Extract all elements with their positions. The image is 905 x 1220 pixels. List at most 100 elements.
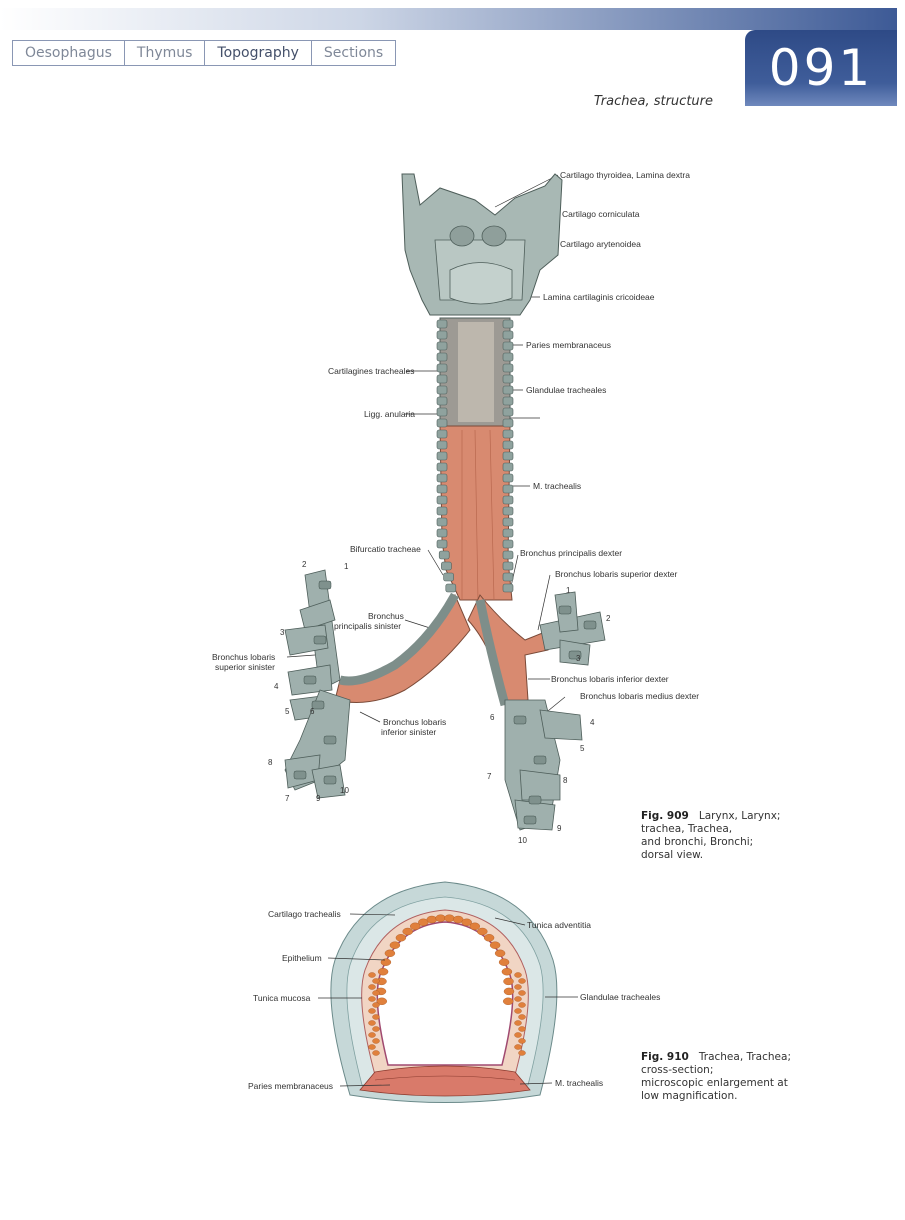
tracheal-cartilage-ring	[502, 517, 514, 527]
label-ligg-anularia: Ligg. anularia	[364, 409, 416, 419]
tracheal-gland	[410, 922, 421, 930]
tracheal-gland	[518, 1014, 526, 1020]
tracheal-cartilage-ring	[443, 572, 454, 582]
tracheal-gland	[376, 997, 387, 1005]
tracheal-cartilage-ring	[502, 550, 514, 560]
tracheal-cartilage-ring	[436, 506, 448, 516]
bronchial-cartilage-plate	[523, 815, 537, 825]
section-tabs: Oesophagus Thymus Topography Sections	[12, 40, 397, 66]
segment-number-right-8: 8	[563, 776, 568, 785]
tracheal-gland	[426, 915, 437, 924]
tracheal-cartilage-ring	[502, 407, 514, 417]
label-bronchus-lobaris-superior-sinister-1: Bronchus lobaris	[212, 652, 276, 662]
tracheal-rings	[436, 319, 514, 593]
segment-number-left-2: 2	[302, 560, 307, 569]
figure-909-caption-line4: dorsal view.	[641, 849, 704, 861]
tracheal-cartilage-ring	[502, 451, 514, 461]
tracheal-cartilage-ring	[502, 330, 514, 340]
label-m-trachealis-910: M. trachealis	[555, 1078, 604, 1088]
trachea	[439, 317, 513, 601]
tracheal-cartilage-ring	[436, 462, 448, 472]
bronchial-cartilage-plate	[318, 580, 332, 590]
tracheal-cartilage-ring	[502, 418, 514, 428]
label-cartilagines-tracheales: Cartilagines tracheales	[328, 366, 415, 376]
tracheal-gland	[372, 1014, 380, 1020]
tracheal-cartilage-ring	[502, 341, 514, 351]
tracheal-gland	[395, 934, 407, 942]
tracheal-gland	[477, 927, 488, 936]
page-number: 091	[768, 39, 874, 97]
tracheal-cartilage-ring	[436, 418, 448, 428]
tracheal-gland	[498, 958, 510, 966]
label-cartilago-trachealis: Cartilago trachealis	[268, 909, 341, 919]
figure-909-caption-line2: trachea, Trachea,	[641, 823, 733, 835]
tracheal-cartilage-ring	[436, 495, 448, 505]
tracheal-cartilage-ring	[436, 484, 448, 494]
tracheal-gland	[514, 972, 522, 978]
tracheal-cartilage-ring	[436, 429, 448, 439]
segment-number-right-1: 1	[566, 586, 571, 595]
segment-number-left-8: 8	[268, 758, 273, 767]
tracheal-gland	[377, 968, 389, 976]
label-epithelium: Epithelium	[282, 953, 322, 963]
tracheal-cartilage-ring	[502, 374, 514, 384]
tracheal-gland	[503, 997, 514, 1005]
tracheal-gland	[503, 987, 515, 996]
tracheal-gland	[494, 949, 506, 957]
tracheal-gland	[389, 941, 401, 949]
tracheal-gland	[514, 1032, 522, 1038]
tracheal-gland	[518, 1002, 526, 1008]
tracheal-gland	[461, 918, 472, 926]
label-glandulae-tracheales-910: Glandulae tracheales	[580, 992, 661, 1002]
tracheal-cartilage-ring	[502, 462, 514, 472]
larynx	[401, 173, 563, 316]
tracheal-cartilage-ring	[502, 440, 514, 450]
tracheal-cartilage-ring	[502, 396, 514, 406]
segment-number-left-9: 9	[316, 794, 321, 803]
bronchus-right	[467, 594, 549, 707]
tracheal-cartilage-ring	[502, 506, 514, 516]
tracheal-gland	[514, 1044, 522, 1050]
tracheal-gland	[518, 978, 526, 984]
tracheal-gland	[368, 1008, 376, 1014]
label-bronchus-principalis-sinister-1: Bronchus	[368, 611, 404, 621]
tracheal-gland	[384, 949, 396, 957]
segment-number-right-4: 4	[590, 718, 595, 727]
bronchial-cartilage-plate	[311, 700, 325, 710]
tab-thymus[interactable]: Thymus	[125, 41, 206, 65]
label-cartilago-thyroidea: Cartilago thyroidea, Lamina dextra	[560, 170, 690, 180]
label-bronchus-lobaris-superior-sinister-2: superior sinister	[215, 662, 275, 672]
label-bronchus-lobaris-medius-dexter: Bronchus lobaris medius dexter	[580, 691, 700, 701]
label-tunica-mucosa: Tunica mucosa	[253, 993, 311, 1003]
tracheal-cartilage-ring	[438, 550, 450, 560]
tab-oesophagus[interactable]: Oesophagus	[13, 41, 125, 65]
tracheal-cartilage-ring	[436, 341, 448, 351]
tracheal-cartilage-ring	[436, 352, 448, 362]
tracheal-gland	[444, 914, 455, 922]
page-number-box: 091	[745, 30, 897, 106]
label-m-trachealis: M. trachealis	[533, 481, 582, 491]
label-bifurcatio-tracheae: Bifurcatio tracheae	[350, 544, 421, 554]
tracheal-gland	[368, 1044, 376, 1050]
bronchial-cartilage-plate	[313, 635, 327, 645]
tab-sections[interactable]: Sections	[312, 41, 397, 65]
segment-number-right-9: 9	[557, 824, 562, 833]
label-bronchus-principalis-dexter: Bronchus principalis dexter	[520, 548, 623, 558]
label-paries-membranaceus: Paries membranaceus	[526, 340, 612, 350]
tracheal-cartilage-ring	[436, 440, 448, 450]
label-paries-membranaceus-910: Paries membranaceus	[248, 1081, 334, 1091]
tab-topography[interactable]: Topography	[205, 41, 312, 65]
bronchial-cartilage-plate	[323, 775, 337, 785]
tracheal-cartilage-ring	[436, 528, 448, 538]
tracheal-gland	[435, 914, 446, 922]
tracheal-gland	[514, 1020, 522, 1026]
tracheal-cartilage-ring	[436, 473, 448, 483]
tracheal-cartilage-ring	[436, 517, 448, 527]
tracheal-gland	[372, 1002, 380, 1008]
figure-910-caption: Fig. 910 Trachea, Trachea; cross-section…	[641, 1051, 791, 1103]
tracheal-cartilage-ring	[436, 396, 448, 406]
tracheal-gland	[453, 915, 464, 924]
figure-910-number: Fig. 910	[641, 1051, 689, 1063]
bronchial-cartilage-plate	[293, 770, 307, 780]
